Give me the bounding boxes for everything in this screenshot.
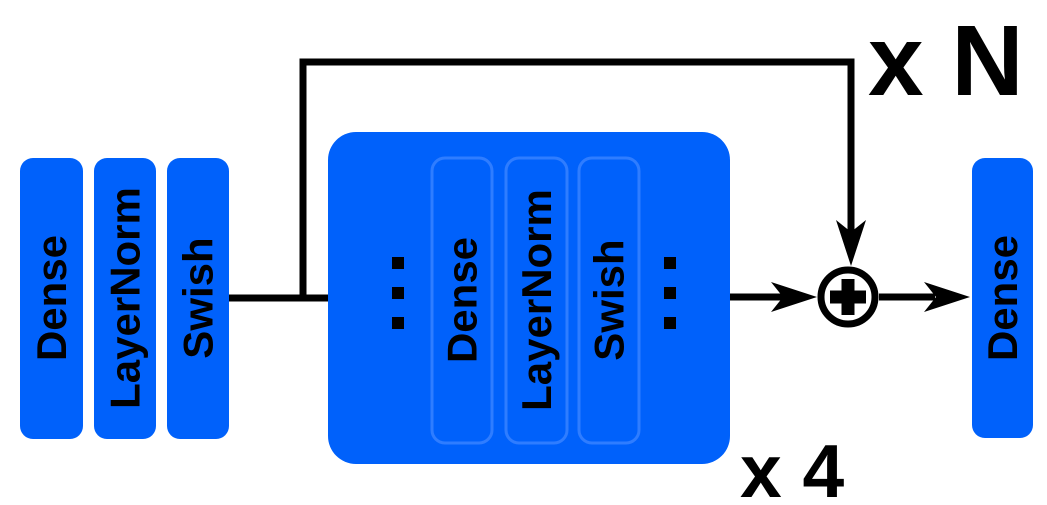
input-stack: Dense LayerNorm Swish xyxy=(20,158,229,439)
output-arrowhead-icon xyxy=(924,282,970,312)
skip-connection xyxy=(299,58,866,298)
skip-arrowhead-icon xyxy=(836,220,866,266)
skip-connection-line xyxy=(299,58,855,298)
plus-icon xyxy=(830,279,866,315)
inner-layernorm-label: LayerNorm xyxy=(513,189,560,411)
input-swish-block xyxy=(167,158,229,439)
input-swish-label: Swish xyxy=(175,237,222,358)
add-node xyxy=(817,266,879,328)
residual-block-container xyxy=(328,132,730,464)
dot xyxy=(664,317,676,329)
block-output-arrowhead-icon xyxy=(771,282,817,312)
dot xyxy=(392,317,404,329)
inner-dense-label: Dense xyxy=(439,237,486,363)
output-dense-block xyxy=(972,158,1033,438)
input-dense-block xyxy=(20,158,83,439)
residual-block: Dense LayerNorm Swish xyxy=(328,132,730,464)
output-layer: Dense xyxy=(972,158,1033,438)
dot xyxy=(392,257,404,269)
input-layernorm-label: LayerNorm xyxy=(102,187,149,409)
add-to-output-arrow xyxy=(879,282,970,312)
output-dense-label: Dense xyxy=(979,235,1026,361)
outer-repeat-label: x N xyxy=(868,5,1024,117)
dot xyxy=(664,287,676,299)
block-repeat-label: x 4 xyxy=(740,429,845,505)
inner-layernorm-block xyxy=(504,156,569,445)
dot xyxy=(392,287,404,299)
ellipsis-left-icon xyxy=(392,257,404,329)
inner-dense-block xyxy=(430,156,494,445)
dot xyxy=(664,257,676,269)
ellipsis-right-icon xyxy=(664,257,676,329)
block-to-add-arrow xyxy=(730,282,817,312)
input-dense-label: Dense xyxy=(28,235,75,361)
input-layernorm-block xyxy=(94,158,156,439)
inner-swish-label: Swish xyxy=(586,239,633,360)
inner-swish-block xyxy=(577,156,641,445)
